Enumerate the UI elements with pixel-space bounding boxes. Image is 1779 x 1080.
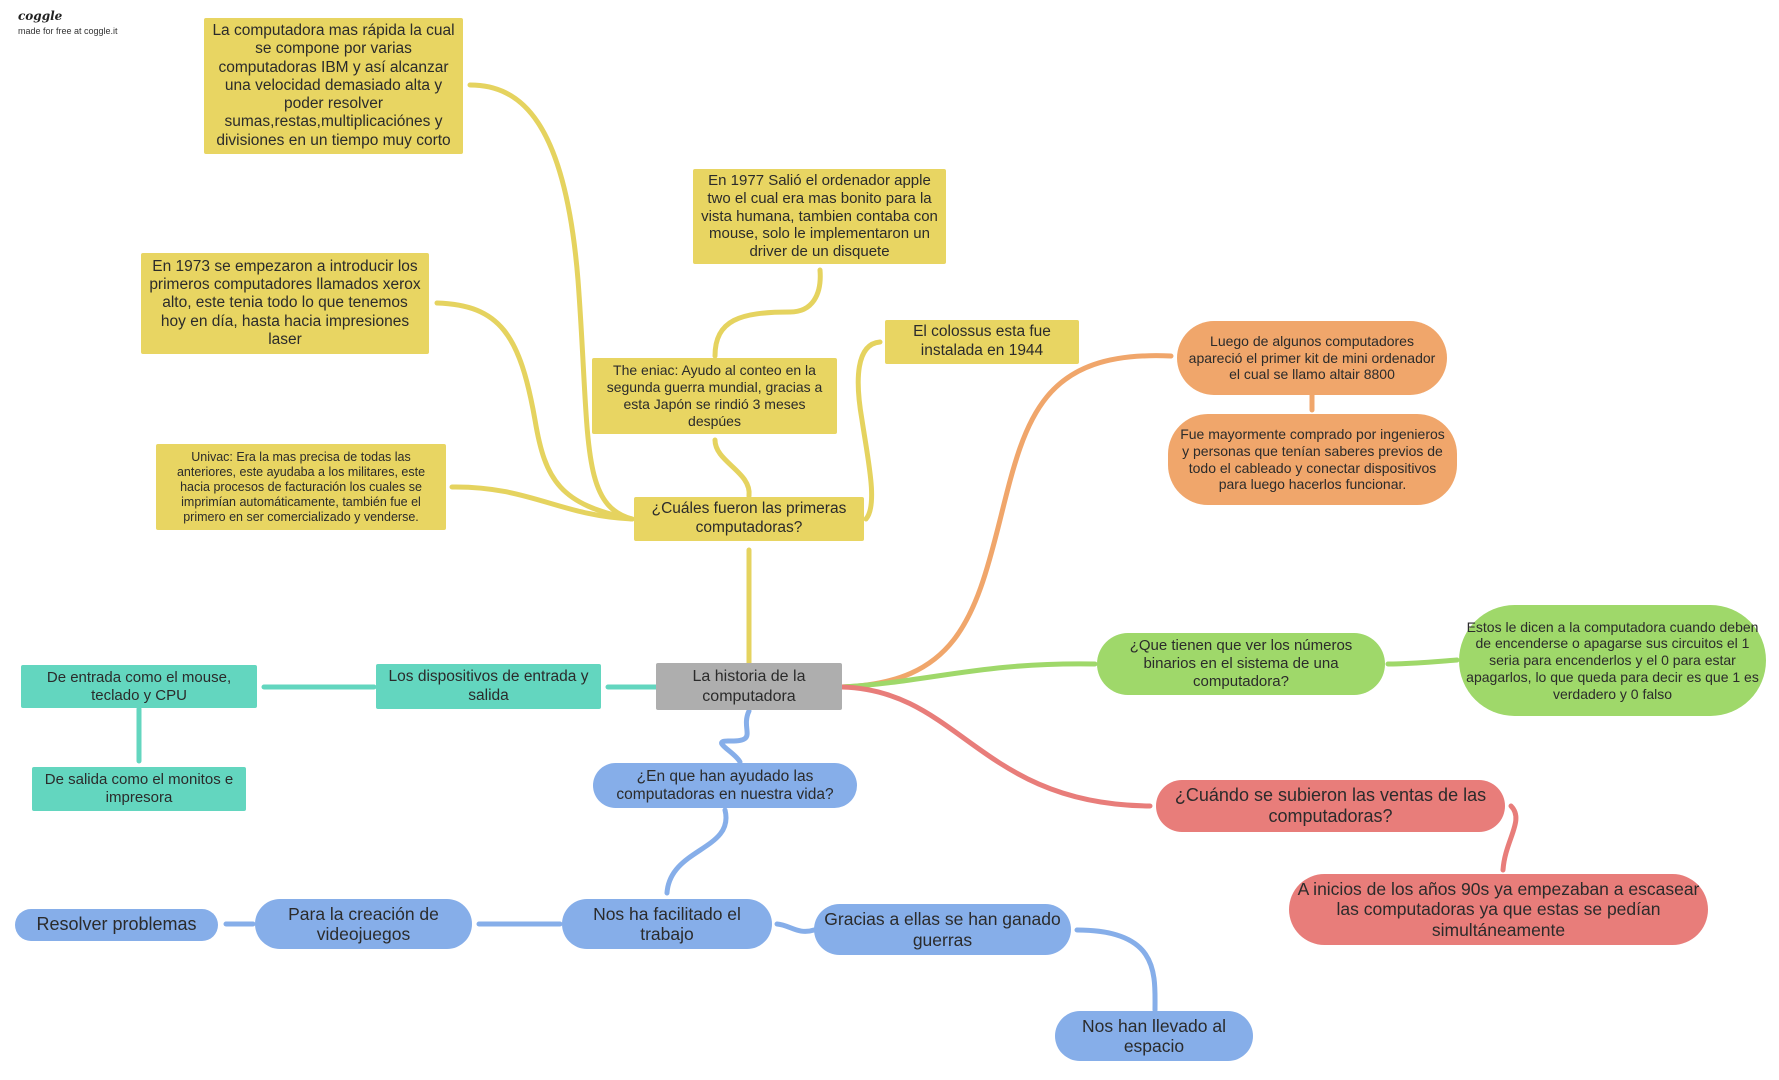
node-xerox-alto[interactable]: En 1973 se empezaron a introducir los pr… (141, 253, 429, 354)
node-ibm-computer-label: La computadora mas rápida la cual se com… (212, 22, 455, 149)
connector-sales-q-to-a (1500, 803, 1519, 873)
node-colossus-label: El colossus esta fue instalada en 1944 (913, 323, 1051, 359)
node-sales-question-label: ¿Cuándo se subieron las ventas de las co… (1174, 785, 1487, 826)
connector-helped-to-work (664, 807, 729, 896)
node-output-devices-label: De salida como el monitos e impresora (44, 771, 234, 806)
node-work-easier[interactable]: Nos ha facilitado el trabajo (562, 899, 772, 949)
node-space-label: Nos han llevado al espacio (1082, 1015, 1226, 1056)
connector-first-to-eniac (712, 437, 752, 499)
node-solve-problems[interactable]: Resolver problemas (15, 909, 218, 941)
brand-tagline: made for free at coggle.it (18, 26, 118, 36)
connector-first-to-univac (449, 484, 635, 522)
node-won-wars[interactable]: Gracias a ellas se han ganado guerras (814, 904, 1071, 955)
node-videogames[interactable]: Para la creación de videojuegos (255, 899, 472, 949)
node-univac[interactable]: Univac: Era la mas precisa de todas las … (156, 444, 446, 530)
node-xerox-alto-label: En 1973 se empezaron a introducir los pr… (149, 257, 421, 348)
node-videogames-label: Para la creación de videojuegos (288, 903, 439, 944)
node-helped-question[interactable]: ¿En que han ayudado las computadoras en … (593, 763, 857, 808)
node-io-devices[interactable]: Los dispositivos de entrada y salida (376, 664, 601, 709)
node-bought-by-engineers-label: Fue mayormente comprado por ingenieros y… (1180, 426, 1445, 493)
node-helped-question-label: ¿En que han ayudado las computadoras en … (616, 767, 834, 803)
root-node-label: La historia de la computadora (692, 668, 806, 705)
node-output-devices[interactable]: De salida como el monitos e impresora (32, 767, 246, 811)
connector-root-to-helped (719, 708, 752, 765)
node-io-devices-label: Los dispositivos de entrada y salida (388, 667, 589, 704)
node-colossus[interactable]: El colossus esta fue instalada en 1944 (885, 320, 1079, 364)
node-altair-8800-label: Luego de algunos computadores apareció e… (1188, 333, 1436, 383)
node-first-computers-question[interactable]: ¿Cuáles fueron las primeras computadoras… (634, 497, 864, 541)
connector-work-to-wars (774, 921, 817, 934)
node-binary-question-label: ¿Que tienen que ver los números binarios… (1129, 637, 1353, 690)
connector-first-to-colossus (855, 339, 883, 522)
coggle-brand[interactable]: coggle made for free at coggle.it (18, 9, 118, 36)
connector-wars-to-space (1074, 927, 1158, 1013)
node-binary-answer[interactable]: Estos le dicen a la computadora cuando d… (1459, 605, 1766, 716)
node-space[interactable]: Nos han llevado al espacio (1055, 1011, 1253, 1061)
node-work-easier-label: Nos ha facilitado el trabajo (593, 903, 741, 944)
connector-root-to-sales-q (839, 684, 1153, 809)
node-sales-question[interactable]: ¿Cuándo se subieron las ventas de las co… (1156, 780, 1505, 832)
node-binary-question[interactable]: ¿Que tienen que ver los números binarios… (1097, 633, 1385, 695)
connector-first-to-xerox (434, 300, 635, 522)
node-eniac-label: The eniac: Ayudo al conteo en la segunda… (606, 362, 823, 429)
node-input-devices-label: De entrada como el mouse, teclado y CPU (46, 668, 232, 704)
connector-first-to-ibm (467, 82, 635, 522)
node-sales-answer[interactable]: A inicios de los años 90s ya empezaban a… (1289, 874, 1708, 945)
node-first-computers-question-label: ¿Cuáles fueron las primeras computadoras… (651, 500, 847, 536)
node-apple-two[interactable]: En 1977 Salió el ordenador apple two el … (693, 169, 946, 264)
node-univac-label: Univac: Era la mas precisa de todas las … (176, 449, 426, 524)
connector-binary-q-to-a (1385, 657, 1460, 667)
brand-logo: coggle (18, 9, 63, 23)
node-ibm-computer[interactable]: La computadora mas rápida la cual se com… (204, 18, 463, 154)
node-binary-answer-label: Estos le dicen a la computadora cuando d… (1466, 618, 1759, 702)
connector-root-to-binary-q (839, 661, 1098, 690)
connector-eniac-to-apple (712, 267, 823, 359)
node-bought-by-engineers[interactable]: Fue mayormente comprado por ingenieros y… (1168, 414, 1457, 505)
root-node[interactable]: La historia de la computadora (656, 663, 842, 710)
node-altair-8800[interactable]: Luego de algunos computadores apareció e… (1177, 321, 1447, 395)
node-sales-answer-label: A inicios de los años 90s ya empezaban a… (1297, 879, 1700, 940)
node-input-devices[interactable]: De entrada como el mouse, teclado y CPU (21, 665, 257, 708)
node-apple-two-label: En 1977 Salió el ordenador apple two el … (701, 172, 938, 261)
node-eniac[interactable]: The eniac: Ayudo al conteo en la segunda… (592, 358, 837, 434)
connector-root-to-altair (839, 353, 1174, 690)
node-won-wars-label: Gracias a ellas se han ganado guerras (824, 909, 1061, 950)
node-solve-problems-label: Resolver problemas (36, 914, 197, 935)
